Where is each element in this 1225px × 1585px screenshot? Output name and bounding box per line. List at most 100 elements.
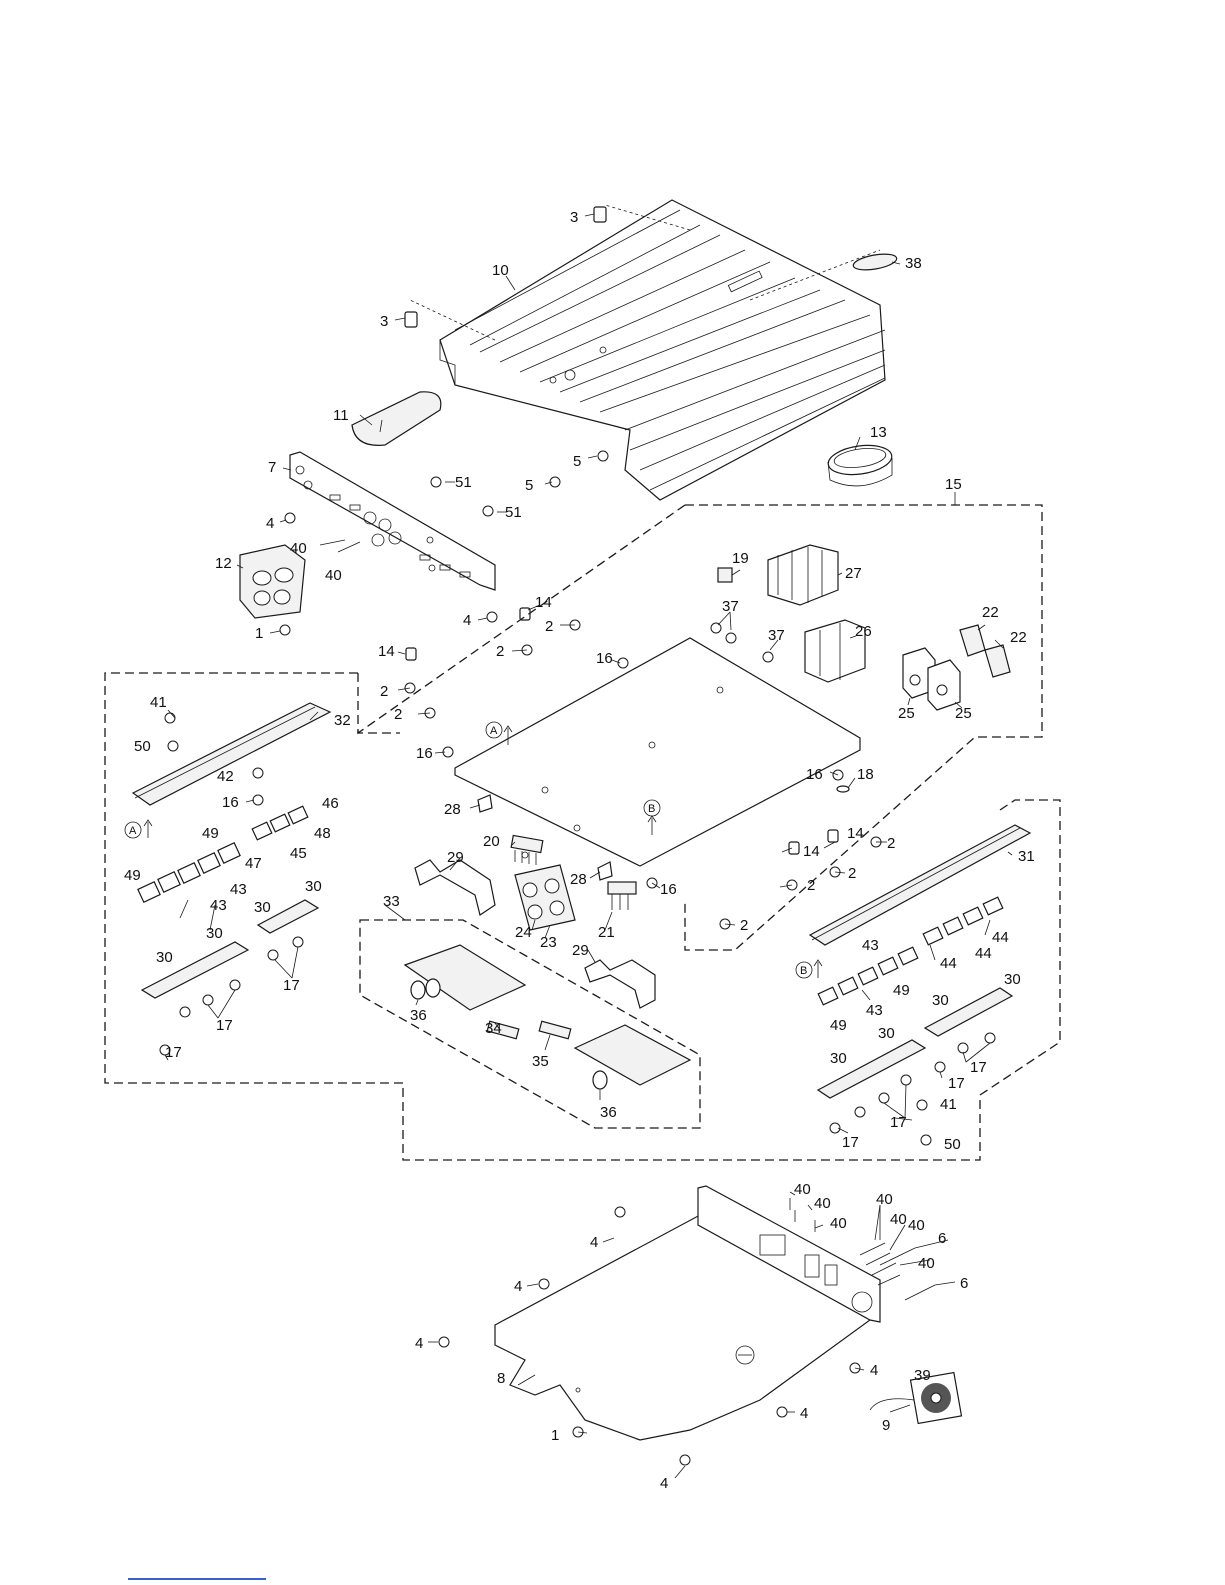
label-2-left-b: 2 [394,706,402,723]
label-51-b: 51 [505,504,522,521]
transistor-row-right-43 [817,946,919,1006]
connector-part-34 [486,1020,520,1040]
label-2-right-b: 2 [848,865,856,882]
label-42: 42 [217,768,234,785]
label-16-board: 16 [416,745,433,762]
terminal-part-22 [959,624,1011,678]
label-6-b: 6 [960,1275,968,1292]
label-30-f: 30 [932,992,949,1009]
clip-parts-28 [477,794,613,881]
ref-mark-a-board: A [485,721,513,745]
label-36-a: 36 [410,1007,427,1024]
bracket-part-29-upper [414,859,496,916]
label-40-i: 40 [918,1255,935,1272]
label-47: 47 [245,855,262,872]
label-4-plate-d: 4 [870,1362,878,1379]
label-40-a: 40 [290,540,307,557]
label-9: 9 [882,1417,890,1434]
label-40-b: 40 [325,567,342,584]
label-3-top: 3 [570,209,578,226]
rear-panel [697,1185,881,1323]
label-10: 10 [492,262,509,279]
label-14-right-a: 14 [847,825,864,842]
spacer-part-18 [836,785,850,793]
connector-block-part-12 [239,544,306,619]
label-17-e: 17 [948,1075,965,1092]
transistor-row-left-49 [137,842,241,903]
spreader-bar-part-32 [131,702,332,806]
bracket-part-29-lower [584,959,656,1009]
connector-part-20 [510,834,544,865]
label-4-plate-e: 4 [800,1405,808,1422]
connector-part-21 [607,881,637,910]
label-25-left: 25 [898,705,915,722]
label-17-f: 17 [890,1114,907,1131]
label-30-a: 30 [305,878,322,895]
label-8: 8 [497,1370,505,1387]
ref-mark-a-bar: A [124,819,153,839]
label-32: 32 [334,712,351,729]
label-30-h: 30 [830,1050,847,1067]
label-22-right: 22 [1010,629,1027,646]
label-2-right-c: 2 [807,877,815,894]
label-50-right: 50 [944,1136,961,1153]
label-43-a: 43 [230,881,247,898]
front-panel-part-7 [289,451,496,591]
label-6-a: 6 [938,1230,946,1247]
label-39: 39 [914,1367,931,1384]
ref-mark-b-board: B [643,799,661,835]
label-36-b: 36 [600,1104,617,1121]
terminal-block-part-26 [804,619,866,683]
label-17-b: 17 [216,1017,233,1034]
sub-board-upper [403,944,527,1011]
label-4-board: 4 [463,612,471,629]
bottom-link-underline[interactable] [128,1578,266,1580]
ref-mark-b-bar-text: B [800,965,807,977]
spreader-bar-part-31 [808,824,1032,946]
ref-mark-b-bar: B [795,959,823,979]
label-49-c: 49 [893,982,910,999]
ref-mark-a-bar-text: A [129,825,137,837]
label-49-d: 49 [830,1017,847,1034]
label-50-left: 50 [134,738,151,755]
label-2-right-d: 2 [740,917,748,934]
label-41-left: 41 [150,694,167,711]
label-11: 11 [333,407,349,424]
label-25-right: 25 [955,705,972,722]
label-17-c: 17 [165,1044,182,1061]
grip-part-38 [852,253,898,271]
label-43-b: 43 [210,897,227,914]
label-21: 21 [598,924,615,941]
label-16-top: 16 [596,650,613,667]
label-29-lower: 29 [572,942,589,959]
label-20: 20 [483,833,500,850]
label-2-right-a: 2 [887,835,895,852]
label-30-b: 30 [254,899,271,916]
assembly-boundary-33 [359,919,701,1129]
label-2-left-a: 2 [380,683,388,700]
assembly-boundary-15 [104,504,1061,1161]
label-40-e: 40 [876,1191,893,1208]
label-5-right: 5 [573,453,581,470]
label-5-left: 5 [525,477,533,494]
part-labels: 3 3 10 38 11 5 5 51 51 7 4 40 40 12 1 4 … [124,209,1035,1492]
label-14-left: 14 [378,643,395,660]
rca-jacks-part-23-24 [514,864,576,931]
terminal-block-part-27 [767,544,839,606]
label-48: 48 [314,825,331,842]
label-28-a: 28 [444,801,461,818]
ref-mark-a-board-text: A [490,725,498,737]
label-40-d: 40 [814,1195,831,1212]
label-18: 18 [857,766,874,783]
label-40-f: 40 [830,1215,847,1232]
cap-parts-36 [410,978,608,1090]
label-4-plate-b: 4 [514,1278,522,1295]
label-49-b: 49 [124,867,141,884]
label-44-b: 44 [940,955,957,972]
label-27: 27 [845,565,862,582]
label-29-upper: 29 [447,849,464,866]
ref-mark-b-board-text: B [648,803,655,815]
label-14-top: 14 [535,594,552,611]
